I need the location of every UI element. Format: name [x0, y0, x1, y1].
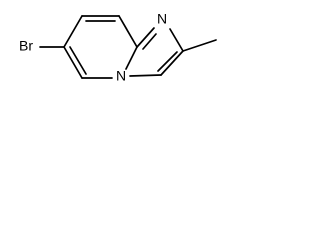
bond-c6-c5-inner	[69, 46, 87, 75]
bond-c2-methyl	[182, 39, 217, 52]
bond-c2-c3-inner	[157, 51, 178, 72]
bond-n4-c8a	[125, 46, 138, 70]
imidazole-nitrogen-label: N	[157, 11, 167, 27]
bond-c8a-n1	[136, 27, 155, 48]
structural-formula: Br N N	[19, 11, 217, 84]
bond-c8a-c8	[118, 15, 138, 48]
bridgehead-nitrogen-label: N	[116, 68, 126, 84]
bond-n1-c2	[169, 28, 184, 52]
bond-c8a-n1-inner	[142, 33, 157, 50]
bond-c6-c5	[63, 46, 83, 79]
bond-c7-c6	[63, 15, 83, 48]
bond-c2-c3	[160, 50, 184, 76]
bromine-label: Br	[19, 38, 33, 54]
bond-c3-n4	[129, 74, 162, 77]
